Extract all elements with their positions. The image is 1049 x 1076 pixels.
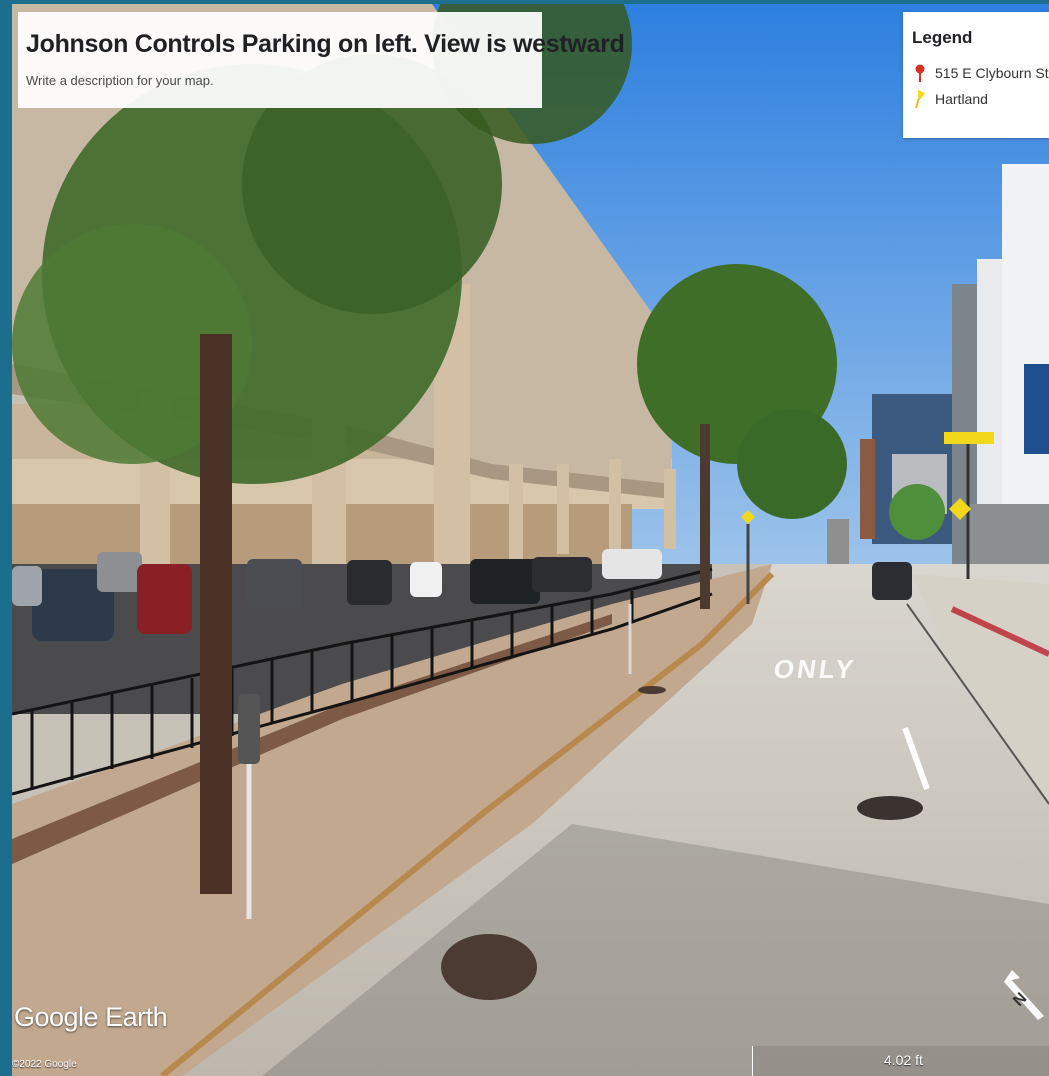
legend-panel: Legend 515 E Clybourn St Hartland (903, 12, 1049, 138)
legend-item-label: 515 E Clybourn St (935, 65, 1049, 81)
copyright-text: ©2022 Google (12, 1059, 77, 1070)
scale-bar-label: 4.02 ft (884, 1052, 923, 1068)
buildings-right (860, 164, 1049, 574)
legend-item[interactable]: 515 E Clybourn St (912, 60, 1049, 86)
parking-meters (238, 604, 632, 919)
truck (827, 519, 849, 564)
map-info-panel[interactable]: Johnson Controls Parking on left. View i… (18, 12, 625, 108)
legend-heading: Legend (912, 28, 973, 47)
black-fence (12, 567, 713, 796)
street-signs (741, 432, 994, 604)
car-right (872, 562, 912, 600)
legend-item-label: Hartland (935, 91, 988, 107)
road (182, 564, 1049, 1076)
scale-bar-line (752, 1046, 1049, 1076)
road-marking-only: ONLY (771, 654, 859, 684)
google-earth-logo: Google Earth (14, 1002, 168, 1032)
compass-icon[interactable]: N (1000, 966, 1048, 1026)
map-description[interactable]: Write a description for your map. (26, 73, 214, 88)
manhole (441, 934, 537, 1000)
sidewalk-right (912, 574, 1049, 804)
trees (12, 4, 945, 894)
red-pin-icon (915, 64, 925, 82)
parked-cars (12, 549, 662, 641)
manhole (857, 796, 923, 820)
curb (160, 571, 775, 1076)
street-view-image (12, 4, 1049, 1076)
sidewalk-left (12, 564, 772, 1076)
scale-bar: 4.02 ft (752, 1046, 1049, 1076)
street-view-scene[interactable]: ONLY (12, 4, 1049, 1076)
legend-item[interactable]: Hartland (912, 86, 1049, 112)
lane-marking (902, 726, 930, 791)
yellow-pushpin-icon (915, 90, 925, 108)
map-title: Johnson Controls Parking on left. View i… (26, 30, 625, 58)
